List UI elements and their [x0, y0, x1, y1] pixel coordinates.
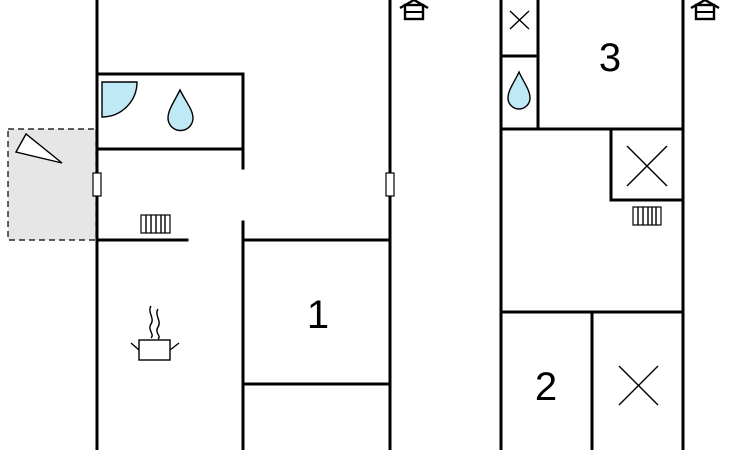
- shower-icon: [101, 81, 138, 118]
- terrace-umbrella-icon: [14, 132, 63, 164]
- water-drop-icon: [507, 70, 531, 110]
- left-building: 1: [7, 0, 429, 450]
- bed-cross-icon: [626, 145, 668, 187]
- room-label-3: 3: [599, 36, 621, 80]
- radiator-icon: [632, 206, 662, 226]
- bathroom: [95, 72, 245, 151]
- right-building: 3 2: [499, 0, 720, 450]
- bed-cross-icon: [618, 365, 659, 406]
- closet: [609, 127, 685, 202]
- stove-icon: [130, 305, 180, 361]
- water-drop-icon: [167, 88, 194, 132]
- door-icon: [92, 172, 102, 197]
- room-label-1: 1: [307, 293, 329, 337]
- compass-icon: [399, 0, 429, 21]
- toilet-cross-icon: [509, 10, 530, 30]
- door-icon: [385, 172, 395, 197]
- radiator-icon: [140, 214, 171, 234]
- compass-icon: [690, 0, 720, 21]
- room-label-2: 2: [535, 365, 557, 409]
